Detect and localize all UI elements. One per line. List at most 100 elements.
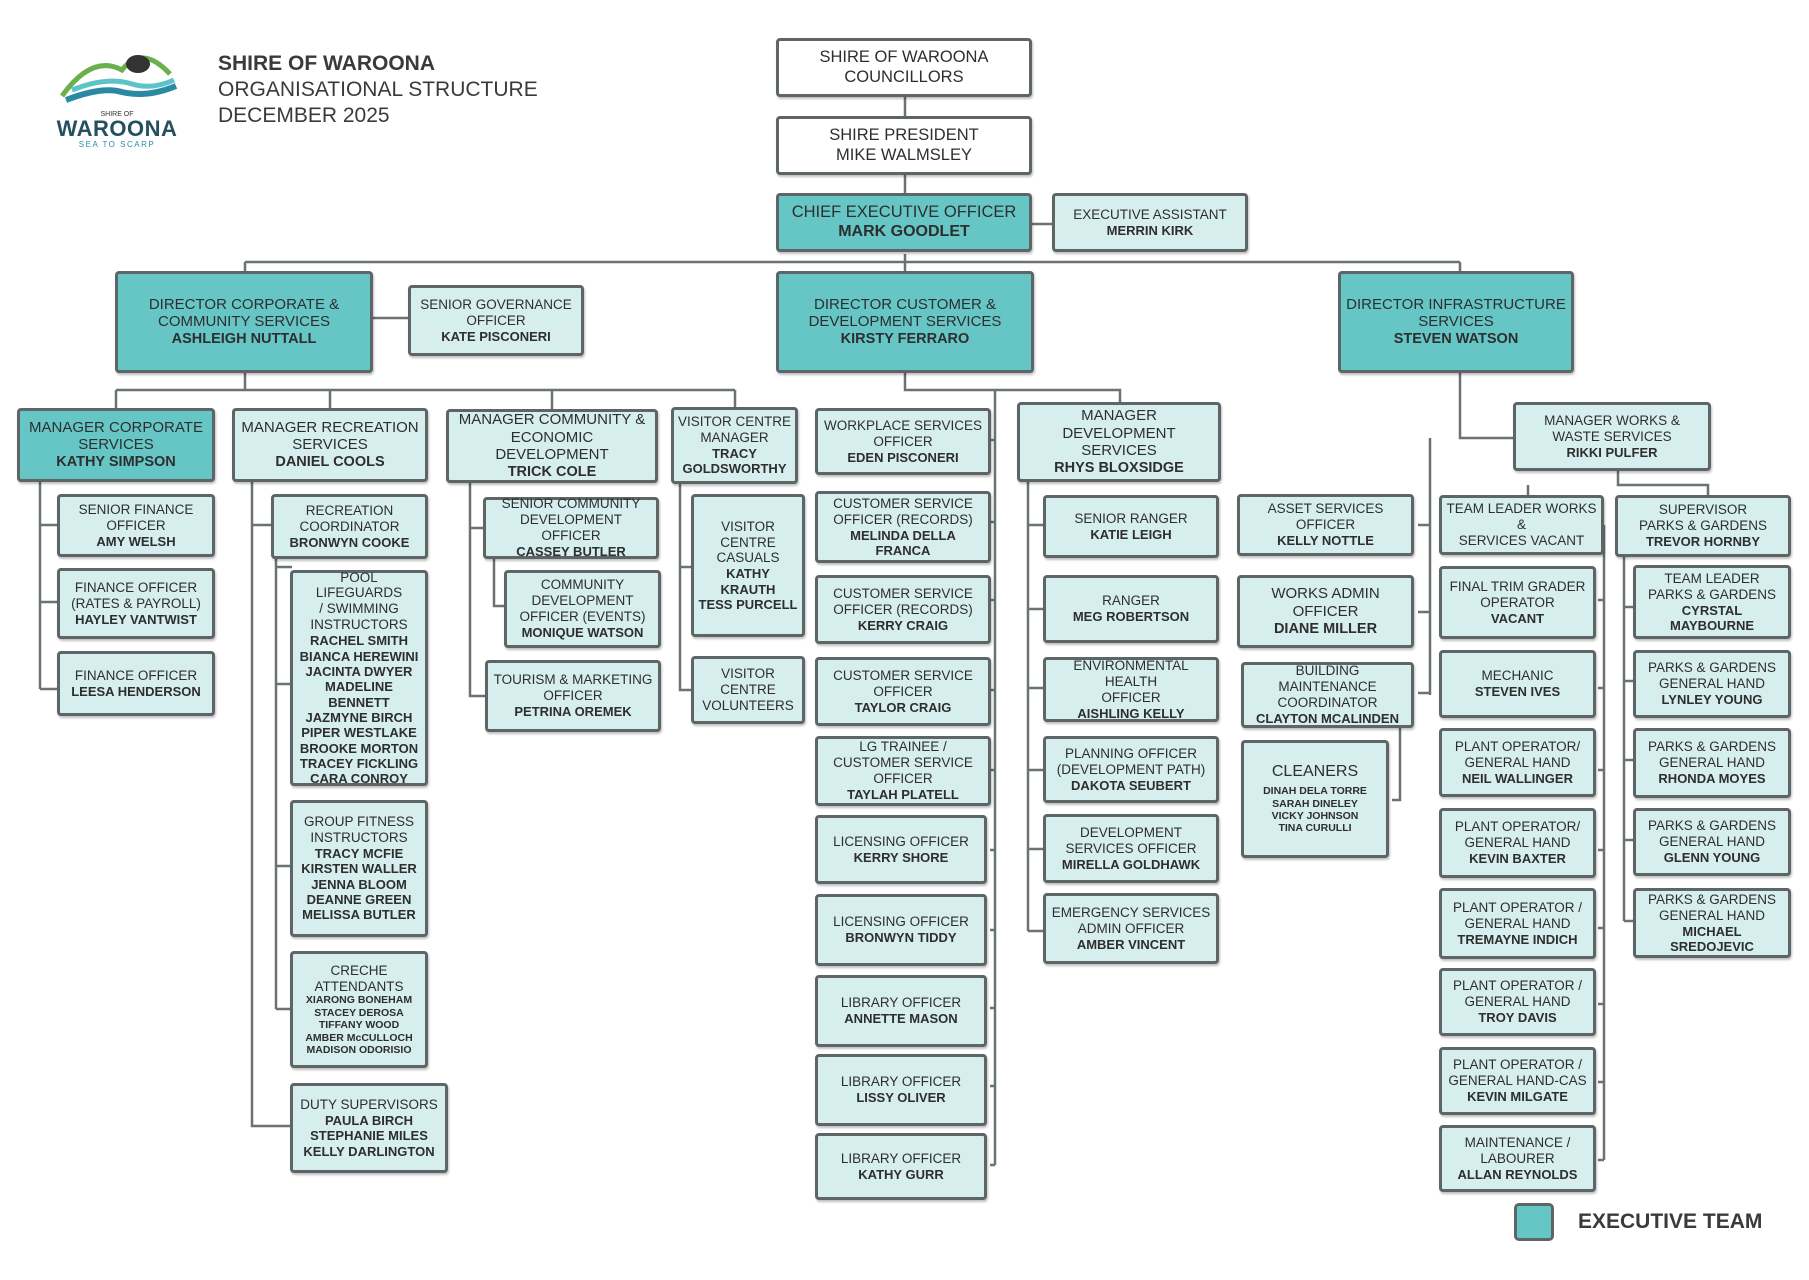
role-line: INSTRUCTORS bbox=[310, 830, 408, 846]
person-name: STEVEN IVES bbox=[1474, 684, 1561, 700]
role-line: PLANT OPERATOR/ bbox=[1454, 819, 1581, 835]
role-line: LICENSING OFFICER bbox=[833, 833, 969, 849]
person-name: KIRSTEN WALLER bbox=[301, 861, 417, 877]
role-line: DEVELOPMENT SERVICES bbox=[808, 313, 1002, 331]
role-line: CUSTOMER SERVICE bbox=[833, 585, 973, 601]
person-name: KERRY SHORE bbox=[853, 849, 949, 865]
role-line: LIBRARY OFFICER bbox=[840, 995, 962, 1011]
person-name: TRACEY FICKLING bbox=[299, 755, 419, 771]
person-name: MICHAEL SREDOJEVIC bbox=[1670, 923, 1754, 954]
role-line: WASTE SERVICES bbox=[1552, 428, 1672, 444]
role-line: DIRECTOR CORPORATE & bbox=[148, 295, 340, 313]
role-line: COMMUNITY SERVICES bbox=[158, 313, 330, 331]
role-line: PARKS & GARDENS bbox=[1647, 891, 1777, 907]
role-line: FINANCE OFFICER bbox=[74, 579, 198, 595]
person-name: KIRSTY FERRARO bbox=[840, 331, 970, 348]
person-name: TREVOR HORNBY bbox=[1645, 534, 1761, 550]
person-name: LISSY OLIVER bbox=[856, 1090, 946, 1106]
role-line: GENERAL HAND bbox=[1658, 834, 1766, 850]
role-line: PARKS & GARDENS bbox=[1638, 518, 1768, 534]
person-name: DAKOTA SEUBERT bbox=[1071, 777, 1191, 793]
logo-mark-icon bbox=[59, 55, 178, 103]
role-line: FINAL TRIM GRADER bbox=[1449, 578, 1586, 594]
person-name: VACANT bbox=[1490, 610, 1545, 626]
person-name: KATHY SIMPSON bbox=[56, 454, 176, 471]
role-line: MECHANIC bbox=[1481, 668, 1554, 684]
role-line: OFFICER bbox=[873, 433, 933, 449]
person-name: TREMAYNE INDICH bbox=[1457, 931, 1578, 947]
person-name: TAYLAH PLATELL bbox=[847, 787, 959, 803]
role-line: SERVICES bbox=[78, 436, 154, 454]
person-name: DANIEL COOLS bbox=[275, 454, 385, 471]
role-line: CHIEF EXECUTIVE OFFICER bbox=[791, 203, 1017, 222]
person-name: AMBER McCULLOCH bbox=[305, 1031, 413, 1044]
role-line: VISITOR CENTRE bbox=[677, 414, 792, 430]
person-name: NEIL WALLINGER bbox=[1462, 770, 1573, 786]
role-line: OFFICER bbox=[1292, 602, 1359, 620]
person-name: AMY WELSH bbox=[96, 533, 176, 549]
legend-label: EXECUTIVE TEAM bbox=[1578, 1210, 1763, 1233]
finance-officer-rates-box: FINANCE OFFICER(RATES & PAYROLL)HAYLEY V… bbox=[57, 568, 215, 639]
person-name: KATIE LEIGH bbox=[1090, 526, 1172, 542]
person-name: KATE PISCONERI bbox=[441, 328, 551, 344]
role-line: OFFICER bbox=[106, 517, 166, 533]
role-line: WORKPLACE SERVICES bbox=[823, 417, 983, 433]
person-name: KELLY DARLINGTON bbox=[303, 1143, 435, 1159]
person-name: BIANCA HEREWINI bbox=[299, 648, 419, 664]
role-line: RANGER bbox=[1102, 593, 1160, 609]
person-name: KATHY KRAUTH bbox=[720, 566, 776, 597]
role-line: CLEANERS bbox=[1271, 763, 1359, 781]
role-line: ATTENDANTS bbox=[314, 978, 404, 994]
person-name: GLENN YOUNG bbox=[1663, 850, 1761, 866]
role-line: SHIRE OF WAROONA bbox=[819, 48, 989, 67]
person-name: PIPER WESTLAKE bbox=[301, 725, 417, 741]
person-name: TESS PURCELL bbox=[698, 597, 798, 613]
person-name: KEVIN MILGATE bbox=[1467, 1089, 1568, 1105]
role-line: GENERAL HAND-CAS bbox=[1448, 1073, 1587, 1089]
person-name: BENNETT bbox=[328, 694, 390, 710]
role-line: CUSTOMER SERVICE bbox=[833, 755, 973, 771]
person-name: KATHY GURR bbox=[858, 1166, 944, 1182]
person-name: MADISON ODORISIO bbox=[306, 1043, 412, 1056]
role-line: COORDINATOR bbox=[1277, 695, 1378, 711]
role-line: SERVICES VACANT bbox=[1458, 532, 1585, 548]
role-line: DIRECTOR INFRASTRUCTURE bbox=[1346, 295, 1566, 313]
person-name: TAYLOR CRAIG bbox=[854, 699, 952, 715]
title-line-1: SHIRE OF WAROONA bbox=[218, 52, 436, 75]
person-name: CYRSTAL bbox=[1681, 602, 1743, 618]
role-line: DEVELOPMENT OFFICER bbox=[519, 512, 623, 544]
person-name: JAZMYNE BIRCH bbox=[305, 709, 413, 725]
role-line: OFFICER bbox=[466, 312, 526, 328]
role-line: / SWIMMING bbox=[319, 601, 399, 617]
role-line: TEAM LEADER bbox=[1664, 570, 1760, 586]
role-line: GENERAL HAND bbox=[1658, 676, 1766, 692]
legend: EXECUTIVE TEAM bbox=[1514, 1203, 1762, 1241]
